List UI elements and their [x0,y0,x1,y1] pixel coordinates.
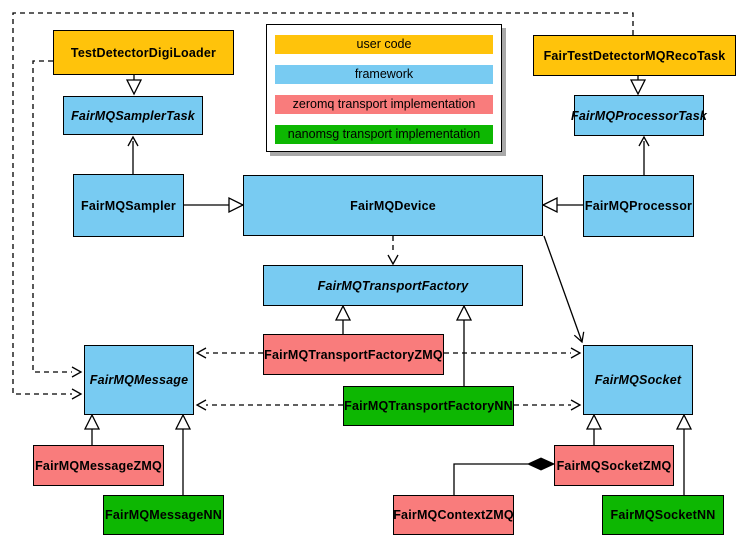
arrowhead-triangle [228,196,245,214]
class-fairmqmessage: FairMQMessage [84,345,194,415]
arrowhead-open [71,388,83,400]
arrowhead-open [71,366,83,378]
edge-digiloader-message-dashed [32,60,72,373]
class-fairmqsamplertask: FairMQSamplerTask [63,96,203,135]
arrowhead-open [570,347,582,359]
class-fairmqtransportfactory: FairMQTransportFactory [263,265,523,306]
class-fairmqtransportfactoryzmq: FairMQTransportFactoryZMQ [263,334,444,375]
composition-diamond [526,457,556,471]
arrowhead-triangle [675,413,693,430]
legend-item-framework: framework [275,65,493,84]
arrowhead-triangle [629,79,647,96]
class-fairmqprocessortask: FairMQProcessorTask [571,95,707,136]
class-fairmqprocessor: FairMQProcessor [583,175,694,237]
legend-item-nanomsg: nanomsg transport implementation [275,125,493,144]
class-fairmqmessagenn: FairMQMessageNN [103,495,224,535]
class-fairtestdetectormqrecotask: FairTestDetectorMQRecoTask [533,35,736,76]
arrowhead-open [127,135,139,147]
edge-recotask-message-dashed [12,12,634,395]
class-fairmqsocket: FairMQSocket [583,345,693,415]
class-fairmqmessagezmq: FairMQMessageZMQ [33,445,164,486]
edge-contextzmq-socketzmq [453,463,528,495]
class-fairmqcontextzmq: FairMQContextZMQ [393,495,514,535]
arrowhead-triangle [125,79,143,96]
arrowhead-triangle [585,413,603,430]
arrowhead-triangle [541,196,558,214]
class-fairmqsampler: FairMQSampler [73,174,184,237]
class-fairmqsocketnn: FairMQSocketNN [602,495,724,535]
legend-item-zeromq: zeromq transport implementation [275,95,493,114]
arrowhead-triangle [455,304,473,321]
class-testdetectordigiloader: TestDetectorDigiLoader [53,30,234,75]
legend: user code framework zeromq transport imp… [266,24,502,152]
arrowhead-triangle [174,413,192,430]
arrowhead-open [638,135,650,147]
legend-item-user-code: user code [275,35,493,54]
class-fairmqtransportfactorynn: FairMQTransportFactoryNN [343,386,514,426]
arrowhead-open [570,399,582,411]
edge-device-socket [543,235,583,343]
arrowhead-triangle [334,304,352,321]
arrowhead-open [387,254,399,266]
class-fairmqsocketzmq: FairMQSocketZMQ [554,445,674,486]
arrowhead-triangle [83,413,101,430]
arrowhead-open [195,399,207,411]
arrowhead-open [573,331,585,344]
arrowhead-open [195,347,207,359]
class-fairmqdevice: FairMQDevice [243,175,543,236]
